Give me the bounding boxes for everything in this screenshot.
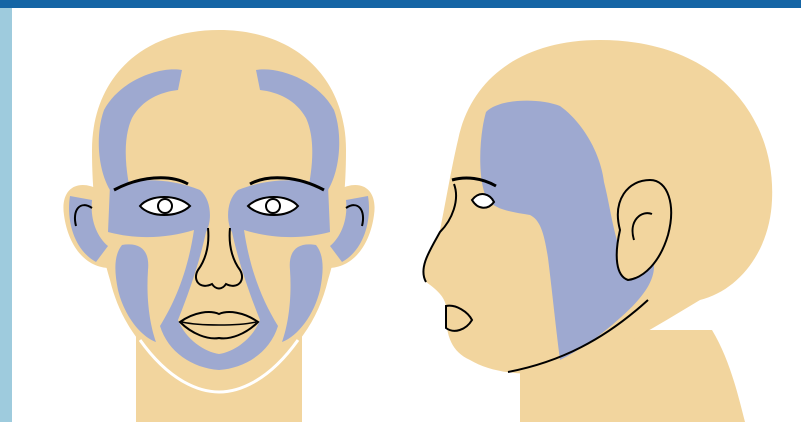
frontal-right-iris	[266, 199, 280, 213]
frontal-left-iris	[158, 199, 172, 213]
lateral-face-view	[423, 40, 772, 422]
frontal-face-view	[63, 30, 374, 422]
